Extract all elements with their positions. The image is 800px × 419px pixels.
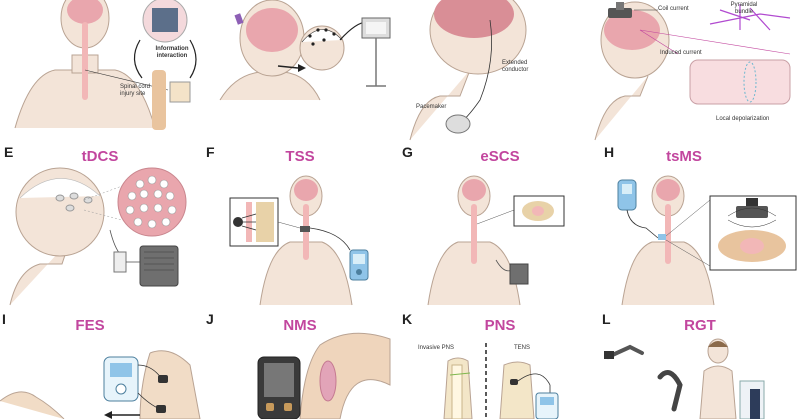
- panel-b: [200, 0, 400, 140]
- info-interaction-label: Information interaction: [155, 46, 189, 59]
- panel-title-e: tDCS: [81, 148, 119, 165]
- fes-illustration: [0, 350, 201, 419]
- panel-title-l: RGT: [684, 317, 716, 334]
- panel-letter-f: F: [206, 144, 215, 160]
- panel-g: G eSCS: [400, 140, 600, 306]
- pns-illustration: [443, 343, 559, 419]
- panel-h: H tsMS: [600, 140, 800, 306]
- panel-a-illustration: [14, 0, 197, 130]
- tens-label: TENS: [514, 345, 531, 351]
- panel-letter-i: I: [2, 311, 6, 327]
- panel-d-illustration: [594, 1, 791, 141]
- panel-letter-e: E: [4, 144, 14, 160]
- spinal-injury-label: Spinal cord injury site: [120, 84, 151, 97]
- panel-letter-h: H: [604, 144, 615, 160]
- nms-illustration: [257, 332, 391, 419]
- pacemaker-label: Pacemaker: [416, 104, 447, 110]
- panel-title-g: eSCS: [480, 148, 520, 165]
- panel-letter-k: K: [402, 311, 413, 327]
- panel-i: I FES: [0, 305, 201, 419]
- panel-l: L RGT: [600, 305, 800, 419]
- tss-illustration: [229, 175, 369, 306]
- panel-d: Coil current Pyramidal bundle Induced cu…: [594, 0, 800, 141]
- extended-conductor-label: Extended conductor: [502, 60, 529, 73]
- panel-b-illustration: [219, 0, 391, 101]
- tsms-illustration: [617, 175, 797, 306]
- panel-k: K PNS Invasive PNS TENS: [400, 305, 600, 419]
- panel-a: Information interaction Spinal cord inju…: [0, 0, 200, 140]
- panel-c-illustration: [409, 0, 527, 141]
- pyramidal-bundle-label: Pyramidal bundle: [730, 2, 758, 15]
- panel-e: E tDCS: [0, 140, 200, 306]
- panel-f: F TSS: [200, 140, 400, 306]
- panel-j: J NMS: [200, 305, 400, 419]
- electrode-array: [125, 175, 177, 229]
- coil-current-label: Coil current: [658, 6, 689, 12]
- panel-title-h: tsMS: [666, 148, 702, 165]
- panel-title-f: TSS: [285, 148, 315, 165]
- escs-illustration: [427, 175, 565, 306]
- panel-letter-g: G: [402, 144, 413, 160]
- invasive-pns-label: Invasive PNS: [418, 345, 455, 351]
- induced-current-label: Induced current: [660, 50, 702, 56]
- panel-letter-l: L: [602, 311, 611, 327]
- tdcs-illustration: [9, 167, 187, 306]
- panel-title-k: PNS: [484, 317, 516, 334]
- panel-title-j: NMS: [283, 317, 317, 334]
- panel-c: Extended conductor Pacemaker: [400, 0, 600, 141]
- rgt-illustration: [604, 338, 765, 419]
- panel-letter-j: J: [206, 311, 214, 327]
- panel-title-i: FES: [75, 317, 105, 334]
- local-depolarization-label: Local depolarization: [716, 116, 770, 122]
